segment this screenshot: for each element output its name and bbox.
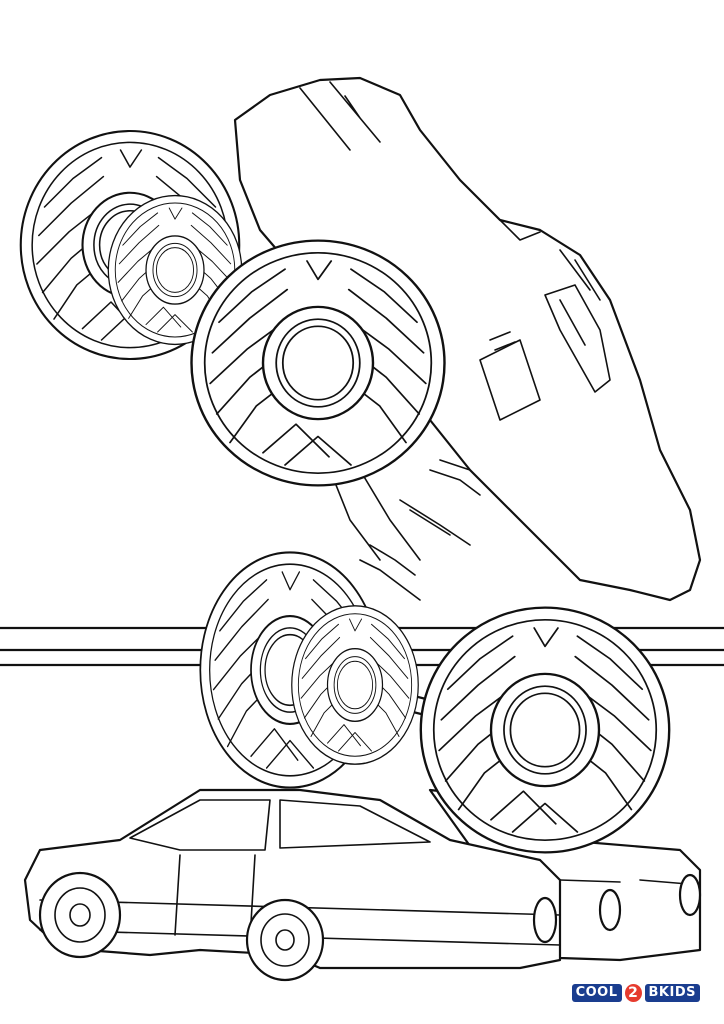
tire-front-top xyxy=(190,239,446,487)
logo-text-b: 2 xyxy=(624,984,642,1002)
logo-text-c: BKIDS xyxy=(644,984,700,1002)
tire-rear-bottom-inner xyxy=(291,605,419,765)
crushed-car xyxy=(23,788,562,982)
cool2bkids-logo: COOL 2 BKIDS xyxy=(571,984,700,1002)
logo-text-a: COOL xyxy=(571,984,622,1002)
tire-front-bottom xyxy=(419,606,671,854)
